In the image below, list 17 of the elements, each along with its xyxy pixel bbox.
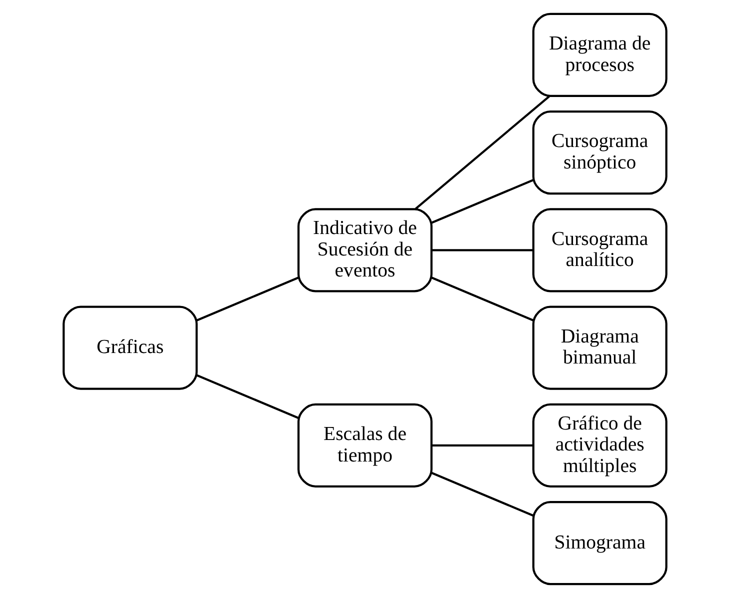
connector: [432, 444, 534, 446]
connector: [431, 276, 534, 322]
node-box: Escalas de tiempo: [297, 403, 433, 488]
node-box: Cursograma sinóptico: [532, 110, 668, 195]
node-box: Simograma: [532, 500, 668, 586]
node-box: Diagrama bimanual: [532, 306, 668, 390]
connector: [196, 276, 299, 322]
connector: [432, 249, 534, 252]
node-box: Diagrama de procesos: [532, 12, 668, 98]
connector: [414, 95, 550, 210]
connector: [196, 374, 299, 419]
connector: [431, 179, 534, 224]
connector: [431, 472, 534, 517]
node-box: Cursograma analítico: [532, 208, 668, 292]
node-box: Gráfico de actividades múltiples: [532, 403, 668, 488]
node-box: Indicativo de Sucesión de eventos: [297, 208, 433, 292]
node-box: Gráficas: [62, 306, 198, 390]
